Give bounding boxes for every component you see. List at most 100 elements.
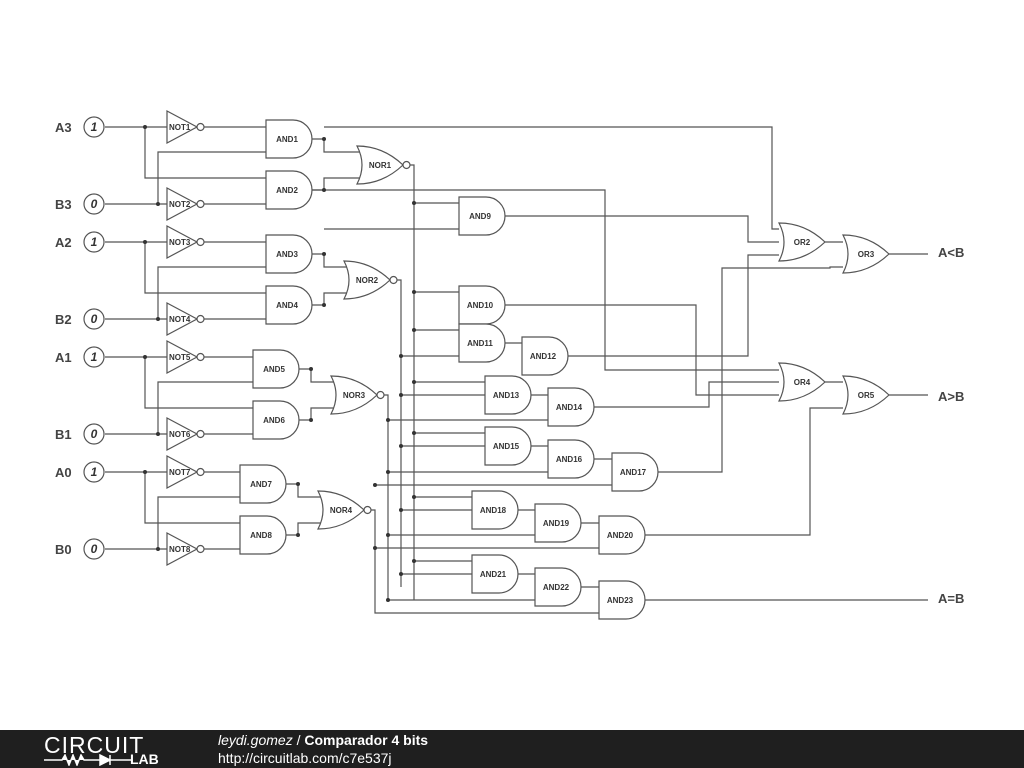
junction-dot — [309, 367, 313, 371]
junction-dot — [296, 482, 300, 486]
gate-label: NOT3 — [169, 238, 191, 247]
circuit-title: Comparador 4 bits — [304, 732, 429, 748]
not-bubble — [196, 352, 205, 362]
junction-dot — [412, 290, 416, 294]
not-bubble — [196, 467, 205, 477]
gate-label: AND13 — [493, 391, 520, 400]
or-gate — [842, 375, 890, 415]
input-source-a0[interactable] — [83, 461, 105, 483]
not-gate — [166, 110, 199, 144]
input-label-b3: B3 — [55, 197, 72, 212]
wire — [645, 407, 843, 536]
gate-label: NOT5 — [169, 353, 191, 362]
not-gate — [166, 302, 199, 336]
gate-label: AND17 — [620, 468, 647, 477]
wire — [312, 138, 362, 153]
nor-bubble — [402, 160, 411, 170]
wire — [312, 292, 349, 306]
gate-label: OR2 — [794, 238, 811, 247]
input-label-a0: A0 — [55, 465, 72, 480]
junction-dot — [386, 533, 390, 537]
gate-label: AND3 — [276, 250, 298, 259]
junction-dot — [322, 252, 326, 256]
and-gate — [547, 387, 595, 427]
gate-label: NOR1 — [369, 161, 392, 170]
gate-label: NOT4 — [169, 315, 191, 324]
not-bubble — [196, 122, 205, 132]
and-gate — [598, 580, 646, 620]
gate-label: NOR2 — [356, 276, 379, 285]
input-source-a2[interactable] — [83, 231, 105, 253]
and-gate — [598, 515, 646, 555]
labels-layer: NOT1NOT2NOT3NOT4NOT5NOT6NOT7NOT8AND1AND2… — [55, 120, 964, 606]
junction-dot — [412, 431, 416, 435]
input-source-b3[interactable] — [83, 193, 105, 215]
junction-dot — [143, 355, 147, 359]
and-gate — [521, 336, 569, 376]
wire — [157, 381, 253, 434]
nor-gate — [317, 490, 365, 530]
not-bubble — [196, 237, 205, 247]
and-gate — [239, 464, 287, 504]
author-link[interactable]: leydi.gomez — [218, 732, 293, 748]
and-gate — [534, 567, 582, 607]
gate-label: NOT1 — [169, 123, 191, 132]
gate-label: OR5 — [858, 391, 875, 400]
and-gate — [458, 196, 506, 236]
gate-label: AND9 — [469, 212, 491, 221]
or-gate — [842, 234, 890, 274]
wire — [157, 151, 266, 204]
circuit-url[interactable]: http://circuitlab.com/c7e537j — [218, 750, 392, 766]
wire — [371, 509, 599, 614]
input-value-b1: 0 — [91, 427, 98, 441]
output-label-lt: A<B — [938, 245, 964, 260]
junction-dot — [386, 418, 390, 422]
junction-dot — [399, 508, 403, 512]
logo-lab-text: LAB — [130, 751, 159, 767]
input-source-a3[interactable] — [83, 116, 105, 138]
junction-dot — [412, 380, 416, 384]
junction-dot — [412, 201, 416, 205]
input-source-b2[interactable] — [83, 308, 105, 330]
input-label-b0: B0 — [55, 542, 72, 557]
input-label-b1: B1 — [55, 427, 72, 442]
wire — [568, 254, 779, 357]
nor-gate — [343, 260, 391, 300]
wire — [286, 522, 323, 536]
footer-bar: CIRCUIT LAB leydi.gomez / Comparador 4 b… — [0, 730, 1024, 768]
gate-label: AND12 — [530, 352, 557, 361]
input-source-b1[interactable] — [83, 423, 105, 445]
gate-label: AND19 — [543, 519, 570, 528]
footer-credit: leydi.gomez / Comparador 4 bits — [218, 732, 428, 748]
nor-gate — [330, 375, 378, 415]
gate-label: AND23 — [607, 596, 634, 605]
input-label-a2: A2 — [55, 235, 72, 250]
junction-dot — [373, 483, 377, 487]
junction-dot — [156, 317, 160, 321]
wire — [397, 279, 402, 587]
output-label-eq: A=B — [938, 591, 964, 606]
not-bubble — [196, 199, 205, 209]
and-gate — [484, 426, 532, 466]
junction-dot — [322, 188, 326, 192]
input-source-a1[interactable] — [83, 346, 105, 368]
logo-circuit-text: CIRCUIT — [44, 732, 145, 758]
not-gate — [166, 417, 199, 451]
and-gate — [265, 170, 313, 210]
junction-dot — [399, 572, 403, 576]
and-gate — [252, 349, 300, 389]
input-source-b0[interactable] — [83, 538, 105, 560]
junction-dot — [156, 547, 160, 551]
junction-dot — [296, 533, 300, 537]
not-gate — [166, 340, 199, 374]
circuit-schematic: NOT1NOT2NOT3NOT4NOT5NOT6NOT7NOT8AND1AND2… — [55, 110, 964, 620]
gate-label: AND21 — [480, 570, 507, 579]
gate-label: AND10 — [467, 301, 494, 310]
junction-dot — [156, 432, 160, 436]
gate-label: AND22 — [543, 583, 570, 592]
wire — [157, 266, 266, 319]
nor-bubble — [389, 275, 398, 285]
gate-label: AND1 — [276, 135, 298, 144]
wire — [384, 394, 389, 600]
not-bubble — [196, 314, 205, 324]
